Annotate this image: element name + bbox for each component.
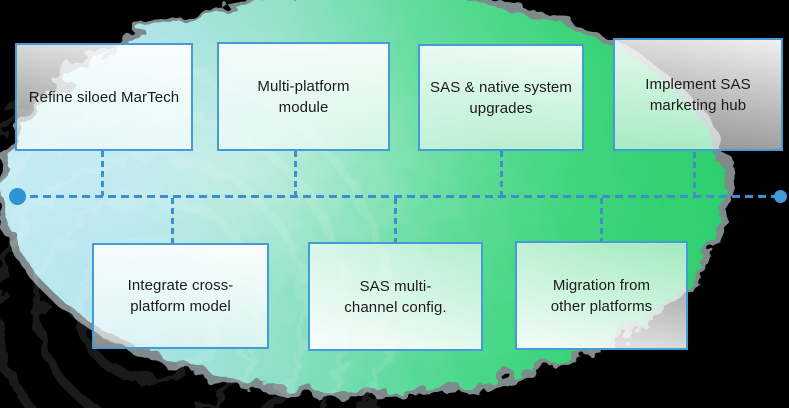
- connector-sas-multi-channel-config: [394, 198, 397, 242]
- connector-implement-sas-marketing-hub: [693, 152, 696, 196]
- stage-box-refine-siloed-martech: Refine siloed MarTech: [15, 43, 193, 151]
- connector-multi-platform-module: [294, 151, 297, 196]
- stage-box-implement-sas-marketing-hub: Implement SAS marketing hub: [613, 38, 783, 151]
- timeline-end-dot-icon: [774, 190, 787, 203]
- stage-box-label: SAS multi- channel config.: [344, 277, 447, 316]
- stage-box-label: Integrate cross- platform model: [127, 277, 234, 315]
- stage-box-sas-multi-channel-config: SAS multi- channel config.: [308, 242, 483, 351]
- stage-box-label: Multi-platform module: [257, 77, 350, 116]
- connector-refine-siloed-martech: [101, 151, 104, 196]
- connector-migration-from-other-platforms: [600, 198, 603, 241]
- stage-box-label: SAS & native system upgrades: [430, 78, 572, 117]
- timeline-start-dot-icon: [9, 188, 26, 205]
- stage-box-label: Implement SAS marketing hub: [645, 75, 751, 114]
- stage-box-integrate-cross-platform-model: Integrate cross- platform model: [92, 243, 269, 349]
- stage-box-migration-from-other-platforms: Migration from other platforms: [515, 241, 688, 350]
- timeline-dashed-line: [9, 188, 787, 205]
- connector-sas-native-system-upgrades: [500, 151, 503, 196]
- connector-integrate-cross-platform-model: [171, 198, 174, 243]
- stage-box-label: Migration from other platforms: [550, 276, 653, 315]
- stage-box-multi-platform-module: Multi-platform module: [217, 42, 390, 151]
- stage-box-sas-native-system-upgrades: SAS & native system upgrades: [418, 44, 584, 151]
- stage-box-label: Refine siloed MarTech: [28, 88, 180, 106]
